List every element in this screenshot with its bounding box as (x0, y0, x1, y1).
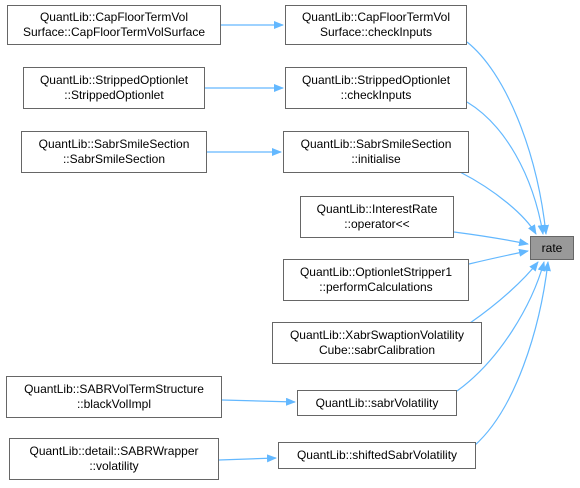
node-sabrwrapper-volatility[interactable]: QuantLib::detail::SABRWrapper ::volatili… (9, 438, 219, 480)
node-line: QuantLib::SabrSmileSection (300, 137, 452, 151)
edge-sabr-term-to-sabr-vol (221, 397, 296, 406)
node-line: QuantLib::InterestRate (316, 202, 438, 216)
node-optionletstripper1-performcalculations[interactable]: QuantLib::OptionletStripper1 ::performCa… (283, 259, 469, 301)
edge-sabr-vol-to-rate (456, 261, 546, 392)
node-line: ::blackVolImpl (76, 397, 152, 411)
node-strippedoptionlet-constructor[interactable]: QuantLib::StrippedOptionlet ::StrippedOp… (23, 67, 205, 109)
edge-so-check-to-rate (466, 101, 546, 235)
node-line: QuantLib::sabrVolatility (315, 395, 439, 410)
node-strippedoptionlet-checkinputs[interactable]: QuantLib::StrippedOptionlet ::checkInput… (285, 67, 467, 109)
node-capfloortermvolsurface-constructor[interactable]: QuantLib::CapFloorTermVol Surface::CapFl… (7, 5, 221, 45)
node-sabrsmilesection-constructor[interactable]: QuantLib::SabrSmileSection ::SabrSmileSe… (21, 131, 207, 173)
edge-os1-perf-to-rate (468, 248, 529, 265)
node-line: Surface::CapFloorTermVolSurface (22, 25, 206, 39)
node-line: ::operator<< (344, 217, 410, 231)
node-line: QuantLib::CapFloorTermVol (301, 10, 451, 24)
edge-sabr-wrap-to-shifted-vol (218, 454, 277, 463)
node-line: ::volatility (89, 459, 139, 473)
edge-xabr-calib-to-rate (469, 261, 539, 324)
node-xabrswaptionvolatilitycube-sabrcalibration[interactable]: QuantLib::XabrSwaptionVolatility Cube::s… (272, 322, 482, 364)
node-line: QuantLib::StrippedOptionlet (39, 73, 189, 87)
node-rate: rate (530, 236, 574, 260)
node-line: ::initialise (351, 152, 401, 166)
node-rate-label: rate (541, 240, 563, 255)
node-line: QuantLib::SABRVolTermStructure (24, 382, 204, 396)
node-line: QuantLib::StrippedOptionlet (301, 73, 451, 87)
node-line: Surface::checkInputs (319, 25, 433, 39)
node-line: QuantLib::shiftedSabrVolatility (296, 448, 458, 462)
node-line: ::checkInputs (340, 88, 412, 102)
node-line: QuantLib::SabrSmileSection (38, 137, 190, 151)
node-line: QuantLib::XabrSwaptionVolatility (289, 328, 465, 342)
node-shiftedsabrvolatility[interactable]: QuantLib::shiftedSabrVolatility (278, 442, 476, 469)
node-capfloortermvolsurface-checkinputs[interactable]: QuantLib::CapFloorTermVol Surface::check… (285, 5, 467, 45)
node-sabrsmilesection-initialise[interactable]: QuantLib::SabrSmileSection ::initialise (283, 131, 469, 173)
edge-shifted-vol-to-rate (473, 261, 551, 447)
node-line: ::SabrSmileSection (62, 152, 166, 166)
node-line: Cube::sabrCalibration (318, 343, 436, 357)
node-sabrvoltermstructure-blackvolimpl[interactable]: QuantLib::SABRVolTermStructure ::blackVo… (6, 376, 222, 418)
node-interestrate-operator[interactable]: QuantLib::InterestRate ::operator<< (300, 196, 454, 238)
node-sabrvolatility[interactable]: QuantLib::sabrVolatility (297, 390, 457, 416)
node-line: QuantLib::CapFloorTermVol (39, 10, 189, 24)
node-line: QuantLib::OptionletStripper1 (299, 265, 453, 279)
edge-ir-op-to-rate (453, 231, 529, 247)
edge-cf-check-to-rate (466, 41, 550, 235)
node-line: ::performCalculations (319, 280, 433, 294)
node-line: QuantLib::detail::SABRWrapper (29, 444, 199, 458)
node-line: ::StrippedOptionlet (64, 88, 164, 102)
edge-sabr-init-to-rate (459, 171, 537, 235)
